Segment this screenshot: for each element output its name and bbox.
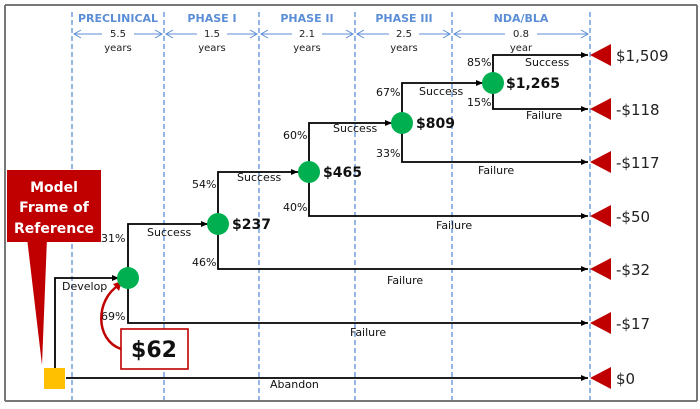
- payoff-values: $1,509 -$118 -$117 -$50 -$32 -$17 $0: [616, 47, 669, 388]
- chance-node-phase-1: [207, 213, 229, 235]
- svg-text:Reference: Reference: [14, 221, 94, 237]
- svg-text:2.1: 2.1: [299, 29, 315, 40]
- svg-text:$1,265: $1,265: [506, 76, 560, 92]
- svg-text:54%: 54%: [192, 178, 216, 191]
- branch-labels: Develop Abandon Success Failure Success …: [62, 56, 570, 391]
- outer-border: [4, 4, 698, 402]
- root-value-box: $62: [120, 328, 189, 370]
- svg-text:Develop: Develop: [62, 280, 107, 293]
- svg-text:-$32: -$32: [616, 261, 650, 279]
- svg-text:-$50: -$50: [616, 208, 650, 226]
- svg-text:$0: $0: [616, 370, 635, 388]
- svg-text:-$17: -$17: [616, 315, 650, 333]
- svg-text:46%: 46%: [192, 256, 216, 269]
- svg-text:years: years: [198, 43, 226, 54]
- svg-text:PHASE I: PHASE I: [187, 12, 236, 25]
- svg-text:Failure: Failure: [436, 219, 472, 232]
- svg-text:67%: 67%: [376, 86, 400, 99]
- phase-header-nda-bla: NDA/BLA 0.8 year: [452, 12, 590, 54]
- chance-node-phase-3: [391, 112, 413, 134]
- svg-text:year: year: [510, 43, 533, 54]
- svg-text:60%: 60%: [283, 129, 307, 142]
- chance-node-phase-2: [298, 161, 320, 183]
- svg-text:31%: 31%: [101, 232, 125, 245]
- svg-text:15%: 15%: [467, 96, 491, 109]
- svg-text:Model: Model: [30, 180, 78, 196]
- svg-text:$1,509: $1,509: [616, 47, 669, 65]
- chance-node-nda-bla: [482, 72, 504, 94]
- svg-text:Failure: Failure: [478, 164, 514, 177]
- svg-text:Success: Success: [237, 171, 282, 184]
- svg-text:years: years: [390, 43, 418, 54]
- svg-text:-$117: -$117: [616, 154, 660, 172]
- root-value-pointer: [100, 283, 122, 351]
- chance-nodes: [117, 72, 504, 289]
- svg-text:33%: 33%: [376, 147, 400, 160]
- svg-text:Success: Success: [333, 122, 378, 135]
- svg-text:40%: 40%: [283, 201, 307, 214]
- svg-text:Failure: Failure: [387, 274, 423, 287]
- svg-text:5.5: 5.5: [110, 29, 126, 40]
- svg-text:85%: 85%: [467, 56, 491, 69]
- svg-text:PHASE III: PHASE III: [375, 12, 432, 25]
- svg-text:$237: $237: [232, 217, 271, 233]
- node-values: $237 $465 $809 $1,265: [232, 76, 560, 233]
- svg-text:Frame of: Frame of: [19, 200, 90, 216]
- svg-text:$62: $62: [131, 338, 177, 363]
- phase-header-phase-1: PHASE I 1.5 years: [164, 12, 259, 54]
- svg-text:Success: Success: [147, 226, 192, 239]
- svg-text:$809: $809: [416, 116, 455, 132]
- svg-text:Success: Success: [419, 85, 464, 98]
- svg-text:$465: $465: [323, 165, 362, 181]
- svg-text:69%: 69%: [101, 310, 125, 323]
- svg-text:2.5: 2.5: [396, 29, 412, 40]
- phase-header-phase-3: PHASE III 2.5 years: [355, 12, 452, 54]
- phase-header-phase-2: PHASE II 2.1 years: [259, 12, 355, 54]
- svg-text:years: years: [104, 43, 132, 54]
- terminal-nodes: [590, 44, 611, 389]
- svg-text:0.8: 0.8: [513, 29, 529, 40]
- svg-text:years: years: [293, 43, 321, 54]
- probabilities: 31% 69% 54% 46% 60% 40% 67% 33% 85% 15%: [101, 56, 491, 323]
- svg-text:Failure: Failure: [350, 326, 386, 339]
- svg-text:PRECLINICAL: PRECLINICAL: [78, 12, 158, 25]
- svg-text:Abandon: Abandon: [270, 378, 319, 391]
- decision-node: [44, 368, 65, 389]
- phase-header-preclinical: PRECLINICAL 5.5 years: [72, 12, 164, 54]
- svg-text:-$118: -$118: [616, 101, 660, 119]
- svg-text:Failure: Failure: [526, 109, 562, 122]
- model-frame-callout: Model Frame of Reference: [7, 170, 101, 365]
- svg-text:NDA/BLA: NDA/BLA: [494, 12, 549, 25]
- chance-node-preclinical: [117, 267, 139, 289]
- svg-text:1.5: 1.5: [204, 29, 220, 40]
- svg-text:PHASE II: PHASE II: [280, 12, 333, 25]
- svg-text:Success: Success: [525, 56, 570, 69]
